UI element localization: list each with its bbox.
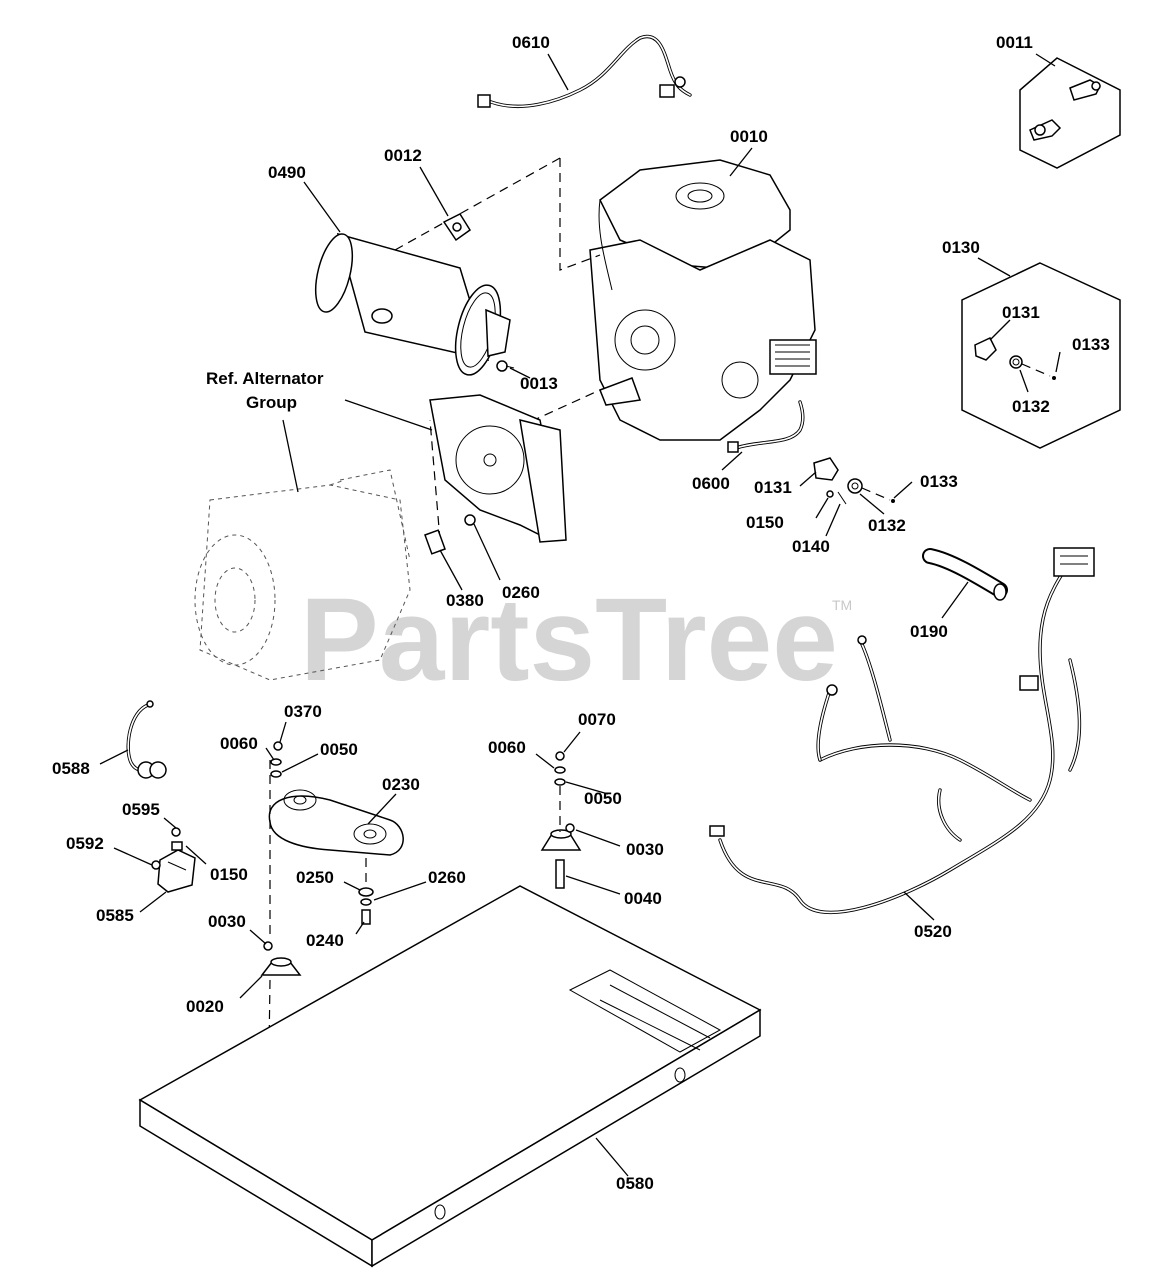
callout-0010: 0010 <box>730 127 768 146</box>
callout-0132-kit: 0132 <box>1012 397 1050 416</box>
callout-0013: 0013 <box>520 374 558 393</box>
part-0588-wire[interactable] <box>126 700 167 779</box>
callout-0131: 0131 <box>754 478 792 497</box>
callout-0050-left: 0050 <box>320 740 358 759</box>
part-0370-nut[interactable] <box>273 741 283 751</box>
part-0070-nut[interactable] <box>555 751 565 761</box>
callout-0133-kit: 0133 <box>1072 335 1110 354</box>
part-0010-engine[interactable] <box>589 159 817 441</box>
part-0595-screw[interactable] <box>171 827 181 837</box>
callout-0490: 0490 <box>268 163 306 182</box>
part-0230-bracket[interactable] <box>268 789 404 856</box>
callout-0190: 0190 <box>910 622 948 641</box>
callout-0370: 0370 <box>284 702 322 721</box>
part-0240-bolt[interactable] <box>361 909 371 925</box>
callout-0595: 0595 <box>122 800 160 819</box>
callout-0150: 0150 <box>210 865 248 884</box>
callout-0260: 0260 <box>428 868 466 887</box>
watermark-trademark: TM <box>832 597 852 613</box>
part-0592-screw[interactable] <box>151 860 161 870</box>
part-0131-bracket[interactable] <box>813 457 839 481</box>
callout-0260-top: 0260 <box>502 583 540 602</box>
part-0580-base[interactable] <box>138 885 762 1268</box>
callout-0133: 0133 <box>920 472 958 491</box>
watermark-text: PartsTree <box>300 574 838 706</box>
callout-0050-right: 0050 <box>584 789 622 808</box>
callout-0130: 0130 <box>942 238 980 257</box>
part-0600-wire[interactable] <box>727 400 805 453</box>
callout-0030-left: 0030 <box>208 912 246 931</box>
part-0610-wire[interactable] <box>477 34 692 108</box>
part-0380-bolt[interactable] <box>424 529 446 555</box>
callout-0131-kit: 0131 <box>1002 303 1040 322</box>
callout-ref-alternator-line2: Group <box>246 393 297 412</box>
callout-0520: 0520 <box>914 922 952 941</box>
callout-0585: 0585 <box>96 906 134 925</box>
part-0520-harness[interactable] <box>709 547 1095 915</box>
callout-0588: 0588 <box>52 759 90 778</box>
callout-0150-top: 0150 <box>746 513 784 532</box>
part-0250-washer[interactable] <box>358 887 374 897</box>
callout-0580: 0580 <box>616 1174 654 1193</box>
callout-0020: 0020 <box>186 997 224 1016</box>
callout-0240: 0240 <box>306 931 344 950</box>
callout-0030-right: 0030 <box>626 840 664 859</box>
part-0020-isolator[interactable] <box>260 957 302 976</box>
part-0050-washer-right[interactable] <box>554 778 566 786</box>
callout-0040: 0040 <box>624 889 662 908</box>
callout-ref-alternator-line1: Ref. Alternator <box>206 369 324 388</box>
part-0050-washer-left[interactable] <box>270 770 282 778</box>
callout-0592: 0592 <box>66 834 104 853</box>
part-0130-kit[interactable] <box>961 262 1121 449</box>
part-0190-hose[interactable] <box>922 548 1008 601</box>
part-0040-bolt[interactable] <box>555 859 565 889</box>
part-0030-isolator-right[interactable] <box>540 823 582 851</box>
callout-0070: 0070 <box>578 710 616 729</box>
part-0011-kit[interactable] <box>1019 57 1121 169</box>
part-0060-washer-left[interactable] <box>270 758 282 766</box>
callout-0060-right: 0060 <box>488 738 526 757</box>
callout-0610: 0610 <box>512 33 550 52</box>
part-0490-muffler[interactable] <box>309 230 511 379</box>
callout-0132: 0132 <box>868 516 906 535</box>
ref-alternator-group[interactable] <box>194 394 567 681</box>
callout-0140: 0140 <box>792 537 830 556</box>
part-0585-relay[interactable] <box>157 841 196 893</box>
callout-0250: 0250 <box>296 868 334 887</box>
part-0013-bolt[interactable] <box>496 360 515 372</box>
part-0260-washer[interactable] <box>360 898 372 906</box>
callout-0380: 0380 <box>446 591 484 610</box>
callout-0060-left: 0060 <box>220 734 258 753</box>
part-0132-breaker[interactable] <box>847 478 863 494</box>
callout-0230: 0230 <box>382 775 420 794</box>
part-0060-washer-right[interactable] <box>554 766 566 774</box>
callout-0600: 0600 <box>692 474 730 493</box>
callout-0012: 0012 <box>384 146 422 165</box>
part-0260-washer-top[interactable] <box>464 514 476 526</box>
callout-0011: 0011 <box>996 33 1033 52</box>
part-0012-gasket[interactable] <box>442 213 472 242</box>
